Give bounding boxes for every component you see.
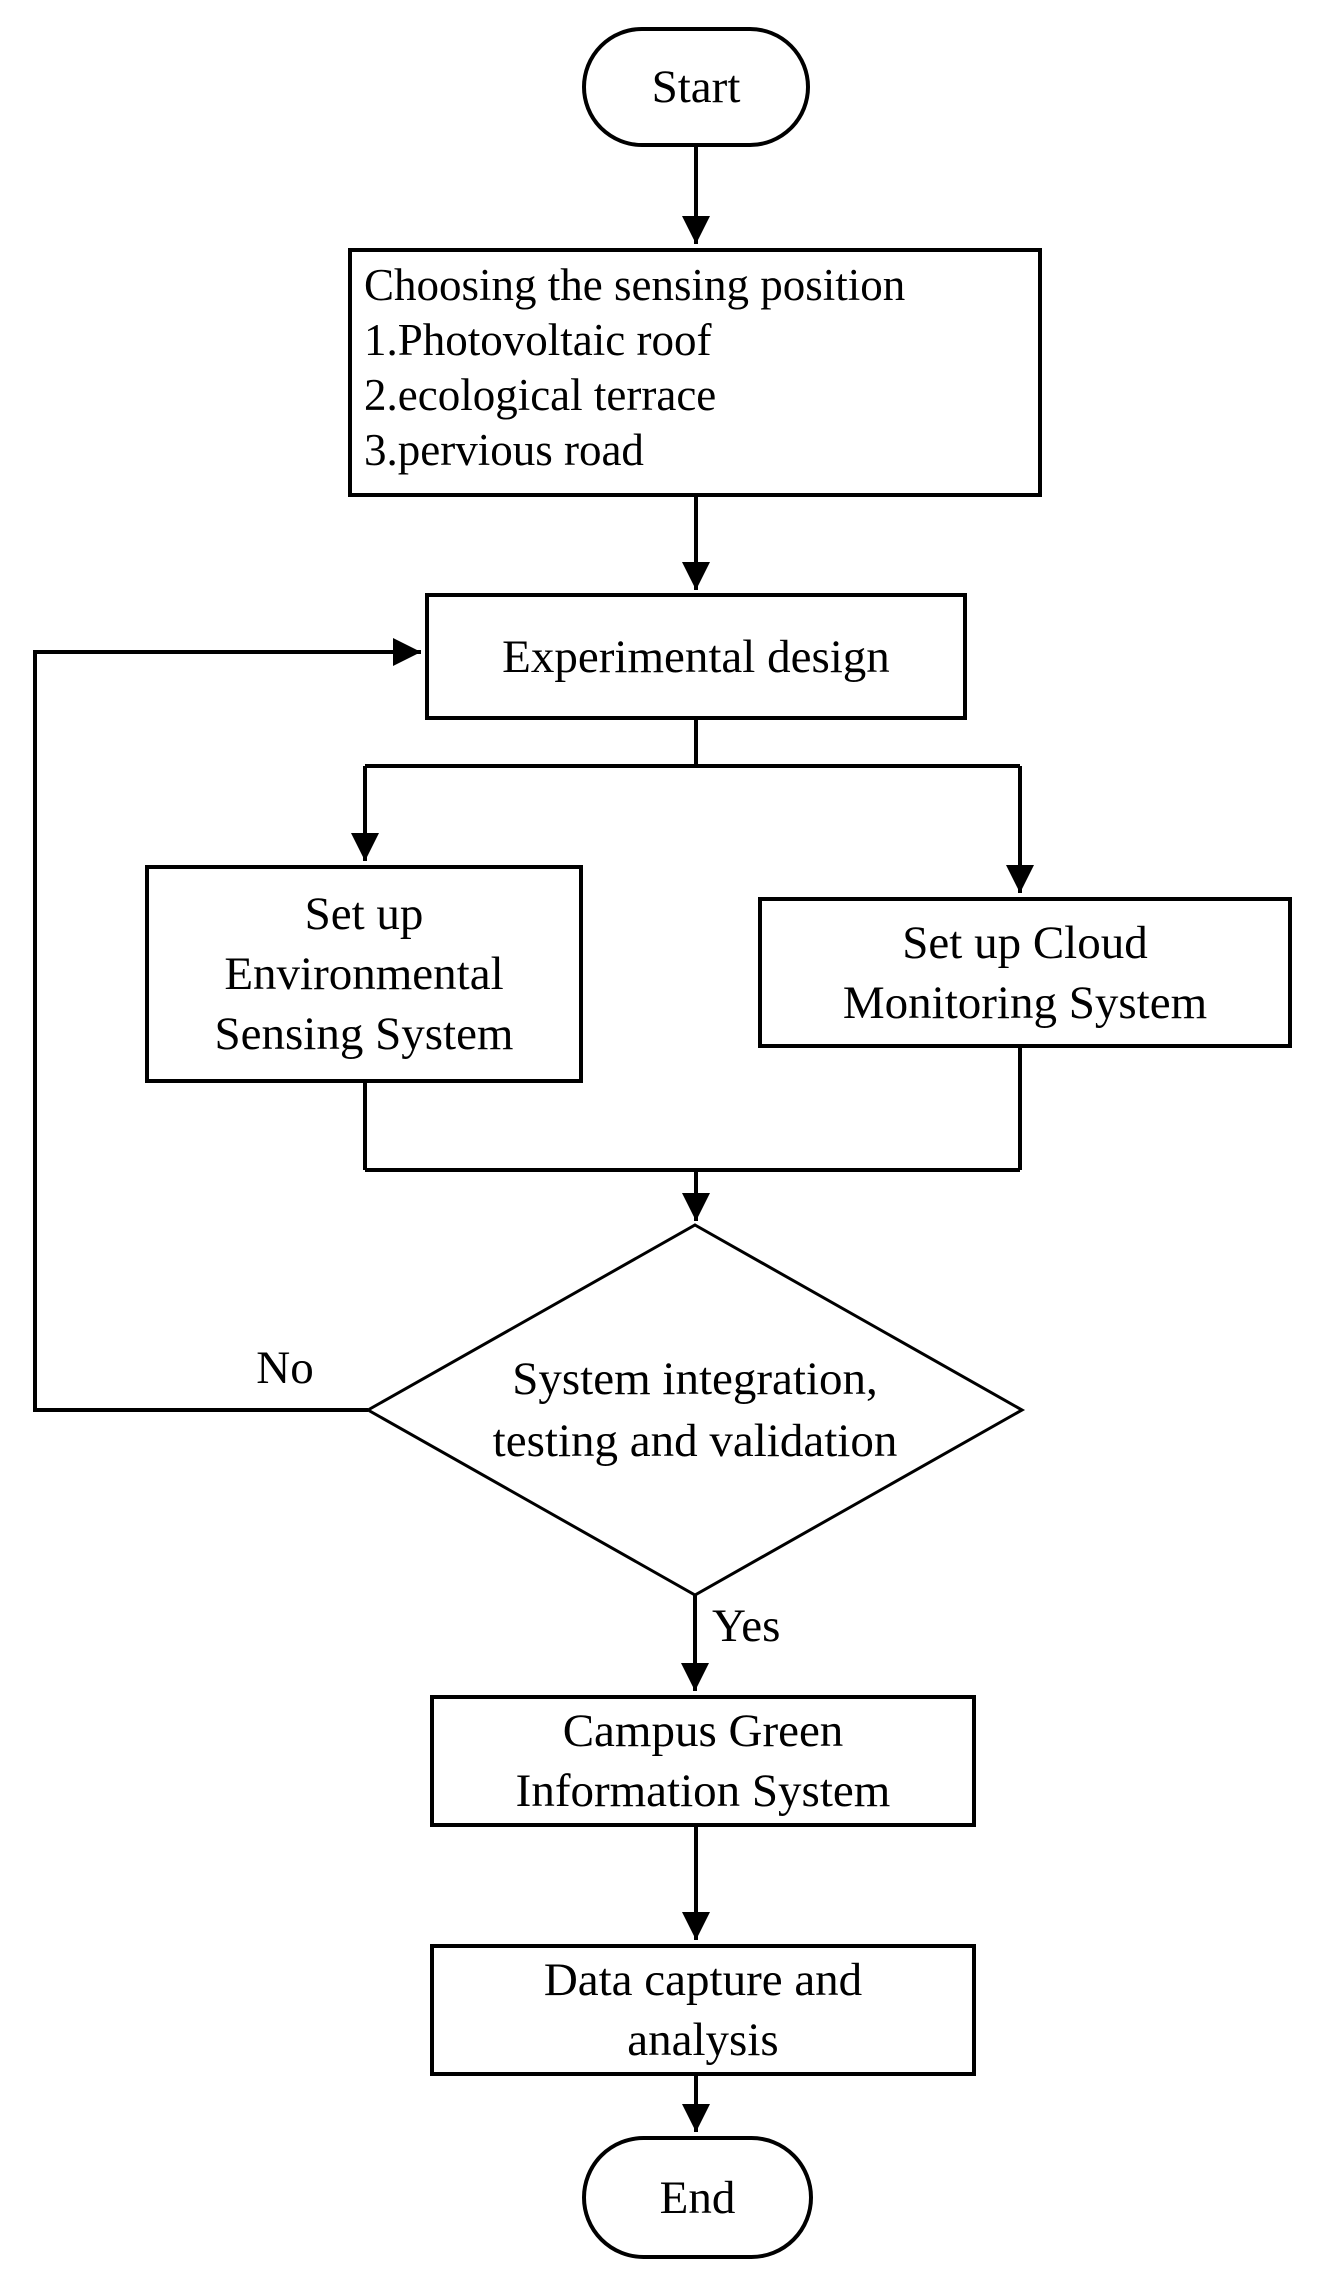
yes-label-text: Yes bbox=[712, 1600, 781, 1652]
environmental-sensing-label: Set up Environmental Sensing System bbox=[214, 888, 514, 1060]
cloud-monitoring-box: Set up Cloud Monitoring System bbox=[758, 897, 1292, 1048]
experimental-design-label: Experimental design bbox=[502, 630, 890, 683]
choose-position-label: Choosing the sensing position 1.Photovol… bbox=[364, 260, 906, 475]
data-capture-box: Data capture and analysis bbox=[430, 1944, 976, 2076]
no-branch-label: No bbox=[210, 1340, 360, 1396]
choose-position-box: Choosing the sensing position 1.Photovol… bbox=[348, 248, 1042, 497]
end-terminator: End bbox=[582, 2136, 813, 2259]
start-label: Start bbox=[651, 61, 741, 113]
campus-green-label: Campus Green Information System bbox=[515, 1705, 891, 1817]
no-label-text: No bbox=[256, 1342, 314, 1394]
start-terminator: Start bbox=[582, 27, 810, 147]
experimental-design-box: Experimental design bbox=[425, 593, 967, 720]
environmental-sensing-box: Set up Environmental Sensing System bbox=[145, 865, 583, 1083]
yes-branch-label: Yes bbox=[712, 1598, 912, 1654]
cloud-monitoring-label: Set up Cloud Monitoring System bbox=[842, 916, 1208, 1029]
data-capture-label: Data capture and analysis bbox=[543, 1954, 863, 2066]
decision-label: System integration, testing and validati… bbox=[395, 1348, 995, 1472]
decision-label-text: System integration, testing and validati… bbox=[492, 1353, 898, 1467]
end-label: End bbox=[659, 2171, 736, 2224]
campus-green-box: Campus Green Information System bbox=[430, 1695, 976, 1827]
edge-no-loop bbox=[33, 638, 421, 1412]
